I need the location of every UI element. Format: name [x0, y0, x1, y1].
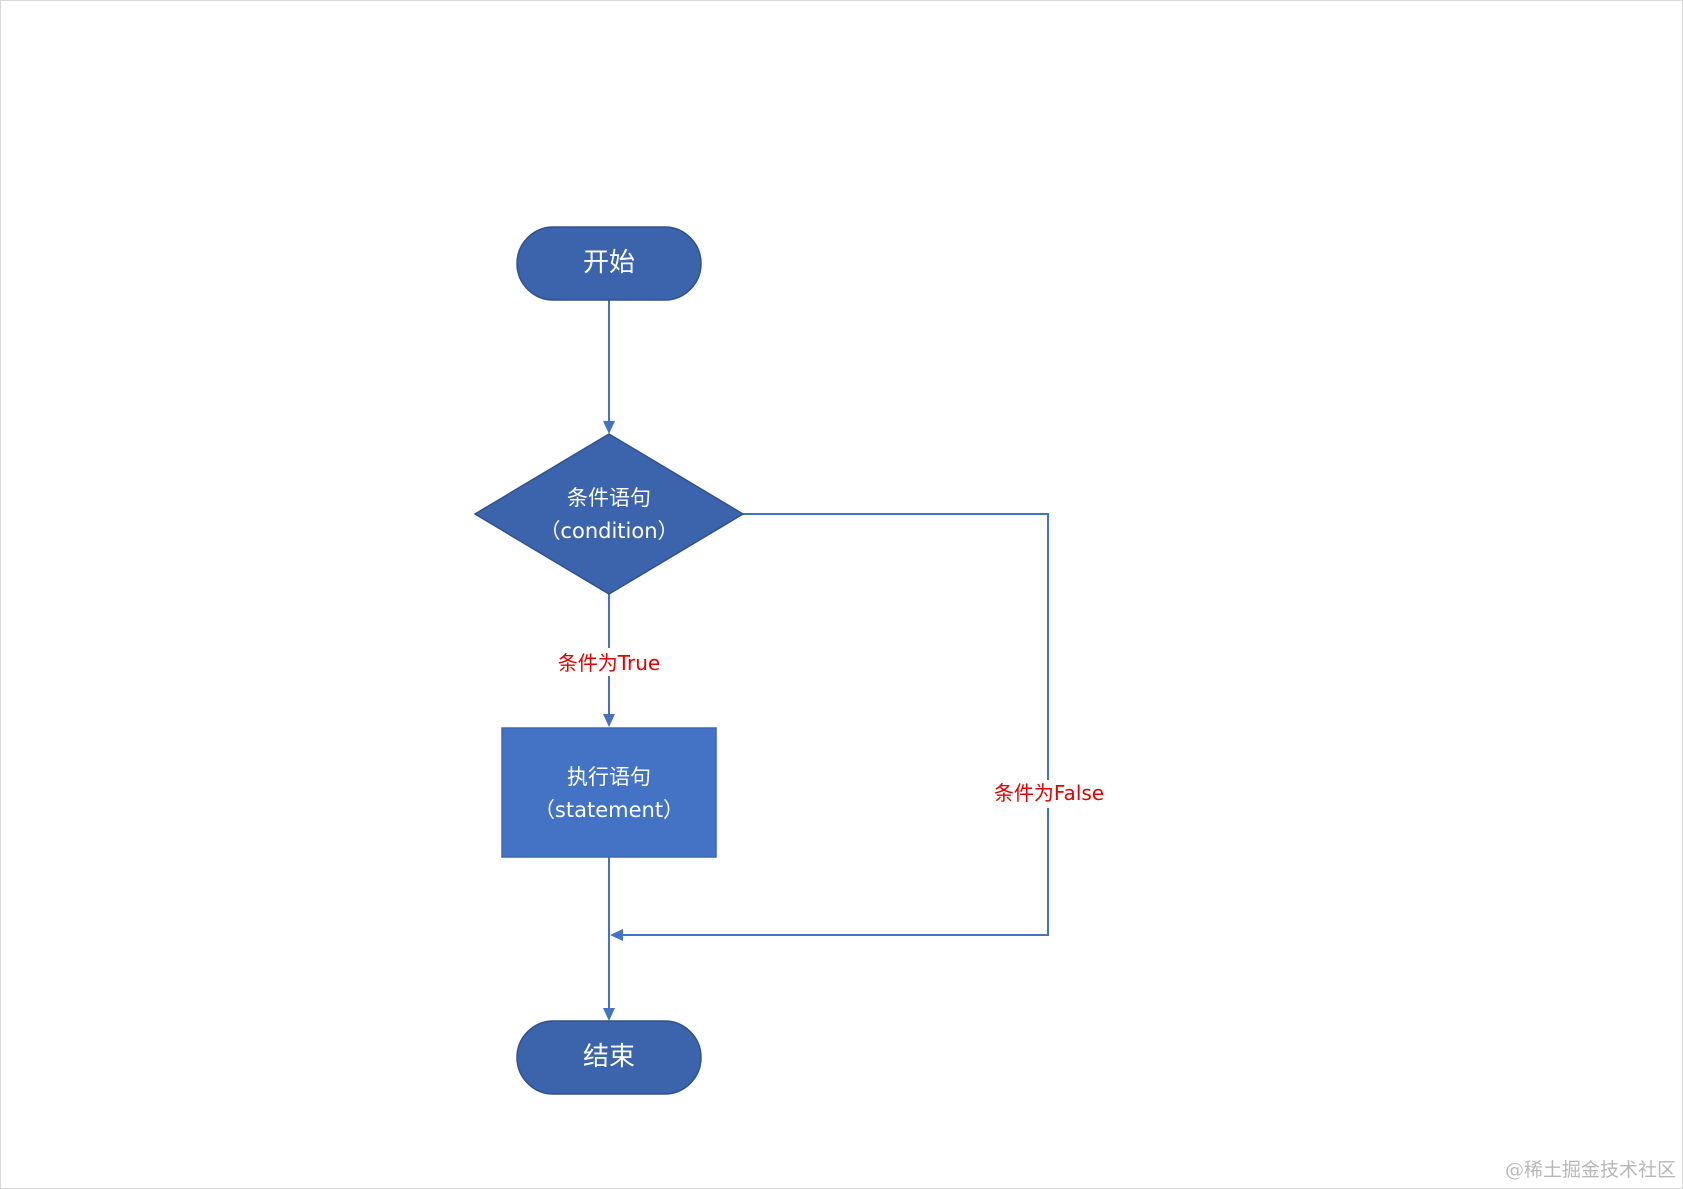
connector-false-branch — [618, 513, 1049, 936]
start-node: 开始 — [516, 226, 702, 301]
start-terminator-shape — [516, 226, 702, 301]
arrow-head-start-to-condition — [603, 421, 615, 434]
edge-true-label-bg — [552, 648, 666, 676]
statement-node-label-line1: 执行语句 — [567, 765, 651, 789]
statement-process-shape — [501, 727, 717, 858]
edge-false-label-group: 条件为False — [988, 780, 1108, 808]
end-terminator-shape — [516, 1020, 702, 1095]
statement-node: 执行语句 （statement） — [501, 727, 717, 858]
condition-node-label-line1: 条件语句 — [567, 486, 651, 510]
arrow-head-false-branch — [610, 929, 623, 941]
end-node-label: 结束 — [583, 1042, 635, 1072]
edge-true-label-group: 条件为True — [552, 648, 666, 676]
watermark-text: @稀土掘金技术社区 — [1505, 1159, 1676, 1181]
end-node: 结束 — [516, 1020, 702, 1095]
condition-node-label-line2: （condition） — [539, 519, 678, 543]
statement-node-label-line2: （statement） — [534, 798, 684, 822]
condition-decision-shape — [473, 433, 745, 595]
arrow-head-statement-to-end — [603, 1008, 615, 1021]
edge-false-label: 条件为False — [994, 781, 1104, 805]
start-node-label: 开始 — [583, 248, 635, 278]
edge-false-label-bg — [988, 780, 1108, 808]
arrow-head-condition-to-statement — [603, 714, 615, 727]
edge-true-label: 条件为True — [558, 651, 660, 675]
condition-node: 条件语句 （condition） — [473, 433, 745, 595]
